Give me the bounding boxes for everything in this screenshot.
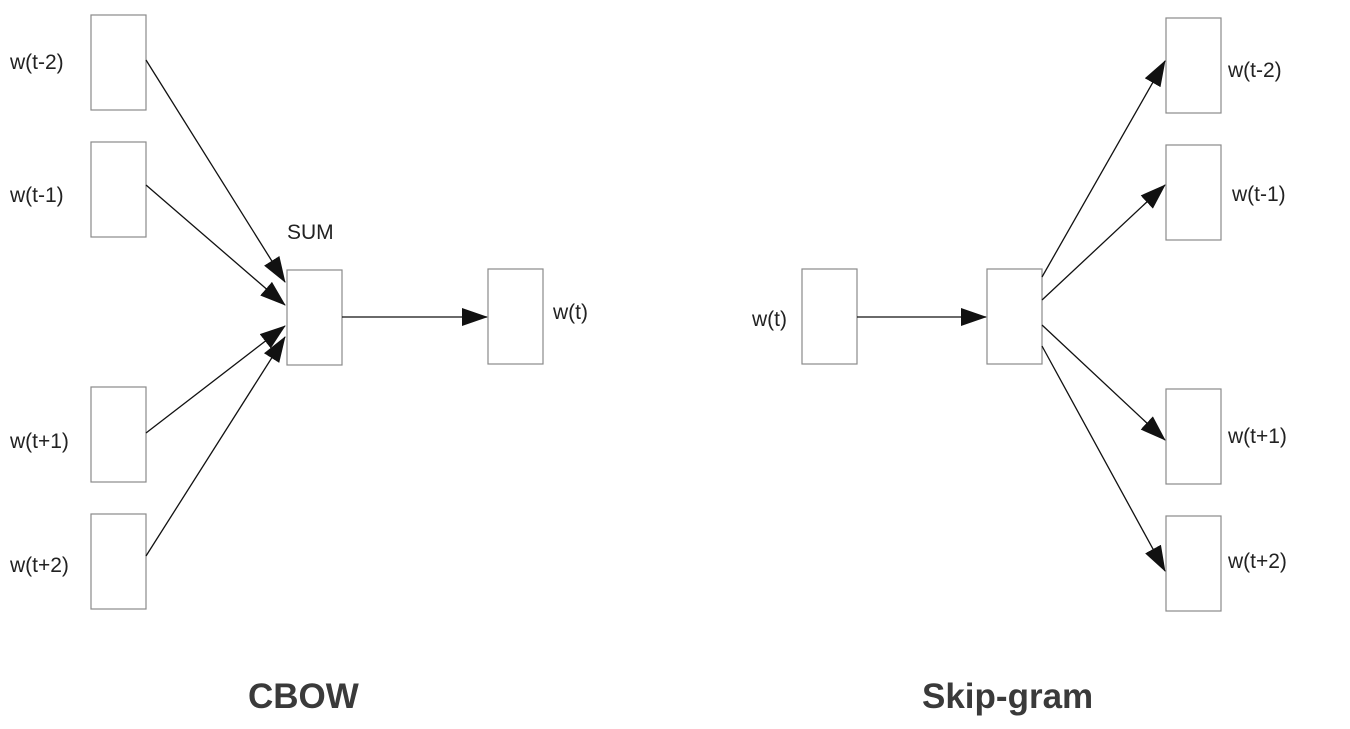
cbow-sum-box bbox=[286, 269, 343, 366]
skipgram-edge-projection-to-t-1 bbox=[1041, 184, 1166, 301]
cbow-edge-t-1-to-sum bbox=[145, 184, 286, 306]
skipgram-output-box-t+1 bbox=[1165, 388, 1222, 485]
skipgram-edge-projection-to-t+1 bbox=[1041, 324, 1166, 441]
cbow-input-box-t+1 bbox=[90, 386, 147, 483]
skipgram-output-label-t-1: w(t-1) bbox=[1231, 183, 1286, 206]
cbow-edge-t+1-to-sum bbox=[145, 325, 286, 434]
cbow-title: CBOW bbox=[248, 677, 359, 716]
cbow-edge-t+2-to-sum bbox=[145, 336, 286, 557]
skipgram-title: Skip-gram bbox=[922, 677, 1093, 716]
cbow-output-box bbox=[487, 268, 544, 365]
cbow-output-label: w(t) bbox=[552, 301, 588, 324]
cbow-model: w(t-2) w(t-1) w(t+1) w(t+2) SUM w(t) CBO… bbox=[9, 14, 588, 716]
cbow-input-box-t+2 bbox=[90, 513, 147, 610]
skipgram-output-box-t-1 bbox=[1165, 144, 1222, 241]
skipgram-input-label: w(t) bbox=[751, 308, 787, 331]
skipgram-output-label-t+1: w(t+1) bbox=[1227, 425, 1287, 448]
skipgram-projection-box bbox=[986, 268, 1043, 365]
cbow-input-label-t+1: w(t+1) bbox=[9, 430, 69, 453]
cbow-input-box-t-2 bbox=[90, 14, 147, 111]
cbow-edge-t-2-to-sum bbox=[145, 59, 286, 283]
skipgram-input-box bbox=[801, 268, 858, 365]
cbow-input-box-t-1 bbox=[90, 141, 147, 238]
skipgram-edge-projection-to-t+2 bbox=[1041, 345, 1166, 572]
cbow-input-label-t-2: w(t-2) bbox=[9, 51, 64, 74]
skipgram-output-label-t+2: w(t+2) bbox=[1227, 550, 1287, 573]
skipgram-edge-projection-to-t-2 bbox=[1041, 60, 1166, 278]
skipgram-output-label-t-2: w(t-2) bbox=[1227, 59, 1282, 82]
skipgram-output-box-t+2 bbox=[1165, 515, 1222, 612]
cbow-sum-label: SUM bbox=[287, 221, 334, 244]
cbow-input-label-t-1: w(t-1) bbox=[9, 184, 64, 207]
skipgram-output-box-t-2 bbox=[1165, 17, 1222, 114]
cbow-input-label-t+2: w(t+2) bbox=[9, 554, 69, 577]
skipgram-model: w(t) w(t-2) w(t-1) w(t+1) w(t+2) Skip-gr… bbox=[751, 17, 1287, 716]
